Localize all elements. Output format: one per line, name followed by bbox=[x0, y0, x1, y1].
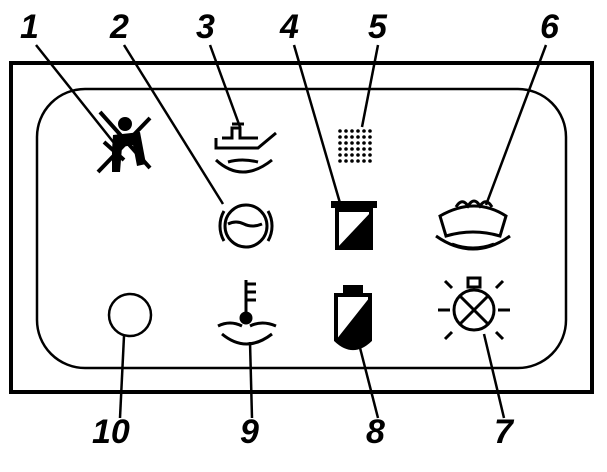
callout-label-8: 8 bbox=[366, 413, 385, 451]
glow-plug-dot bbox=[362, 135, 366, 139]
callout-label-5: 5 bbox=[368, 8, 388, 46]
glow-plug-dot bbox=[362, 141, 366, 145]
glow-plug-dot bbox=[344, 147, 348, 151]
callout-label-3: 3 bbox=[196, 8, 215, 46]
leader-line-7 bbox=[482, 333, 506, 419]
battery-indicator-icon bbox=[334, 285, 372, 350]
leader-line-1 bbox=[35, 44, 119, 149]
leader-line-4 bbox=[292, 44, 342, 204]
glow-plug-dot bbox=[362, 129, 366, 133]
glow-plug-dot bbox=[338, 159, 342, 163]
glow-plug-dot bbox=[338, 153, 342, 157]
coolant-temperature-icon bbox=[217, 280, 277, 346]
glow-plug-dot bbox=[350, 141, 354, 145]
glow-plug-dot bbox=[338, 141, 342, 145]
leader-line-10 bbox=[118, 335, 126, 419]
callout-label-1: 1 bbox=[20, 8, 39, 46]
glow-plug-dot bbox=[344, 141, 348, 145]
glow-plug-dot bbox=[338, 135, 342, 139]
blank-lamp-icon bbox=[107, 292, 153, 338]
charging-indicator-icon bbox=[331, 201, 377, 250]
glow-plug-dot bbox=[356, 147, 360, 151]
glow-plug-dot bbox=[368, 135, 372, 139]
panel-outer-frame bbox=[9, 61, 594, 394]
leader-line-3 bbox=[208, 44, 242, 128]
glow-plug-dot bbox=[368, 153, 372, 157]
leader-lines bbox=[35, 44, 548, 419]
glow-plug-dot bbox=[362, 159, 366, 163]
glow-plug-dot bbox=[368, 141, 372, 145]
washer-fluid-icon bbox=[435, 199, 511, 251]
glow-plug-dot bbox=[350, 147, 354, 151]
seatbelt-warning-icon bbox=[96, 110, 152, 174]
glow-plug-dot bbox=[350, 159, 354, 163]
glow-plug-dot bbox=[344, 153, 348, 157]
callout-label-7: 7 bbox=[494, 413, 515, 451]
glow-plug-dot bbox=[350, 153, 354, 157]
oil-pressure-icon bbox=[214, 122, 277, 174]
leader-line-8 bbox=[356, 339, 380, 419]
panel-inner-window bbox=[35, 87, 568, 370]
glow-plug-dot bbox=[356, 141, 360, 145]
glow-plug-dot bbox=[350, 129, 354, 133]
glow-plug-dot bbox=[350, 135, 354, 139]
glow-plug-dot bbox=[368, 129, 372, 133]
callout-label-2: 2 bbox=[109, 8, 129, 46]
glow-plug-dot bbox=[362, 153, 366, 157]
glow-plug-icon bbox=[338, 129, 372, 163]
callout-label-6: 6 bbox=[540, 8, 560, 46]
callout-label-9: 9 bbox=[240, 413, 259, 451]
callout-label-4: 4 bbox=[279, 8, 299, 46]
glow-plug-dot bbox=[356, 153, 360, 157]
glow-plug-dot bbox=[356, 135, 360, 139]
glow-plug-dot bbox=[362, 147, 366, 151]
leader-line-2 bbox=[122, 44, 225, 205]
bulb-failure-icon bbox=[438, 276, 510, 341]
glow-plug-dot bbox=[344, 129, 348, 133]
brake-warning-icon bbox=[218, 203, 274, 249]
glow-plug-dot bbox=[368, 159, 372, 163]
leader-line-6 bbox=[484, 44, 548, 206]
glow-plug-dot bbox=[368, 147, 372, 151]
leader-line-9 bbox=[248, 341, 254, 419]
leader-line-5 bbox=[360, 44, 380, 128]
glow-plug-dot bbox=[338, 147, 342, 151]
glow-plug-dot bbox=[338, 129, 342, 133]
glow-plug-dot bbox=[344, 135, 348, 139]
callout-label-10: 10 bbox=[92, 413, 130, 451]
glow-plug-dot bbox=[356, 159, 360, 163]
glow-plug-dot bbox=[344, 159, 348, 163]
glow-plug-dot bbox=[356, 129, 360, 133]
